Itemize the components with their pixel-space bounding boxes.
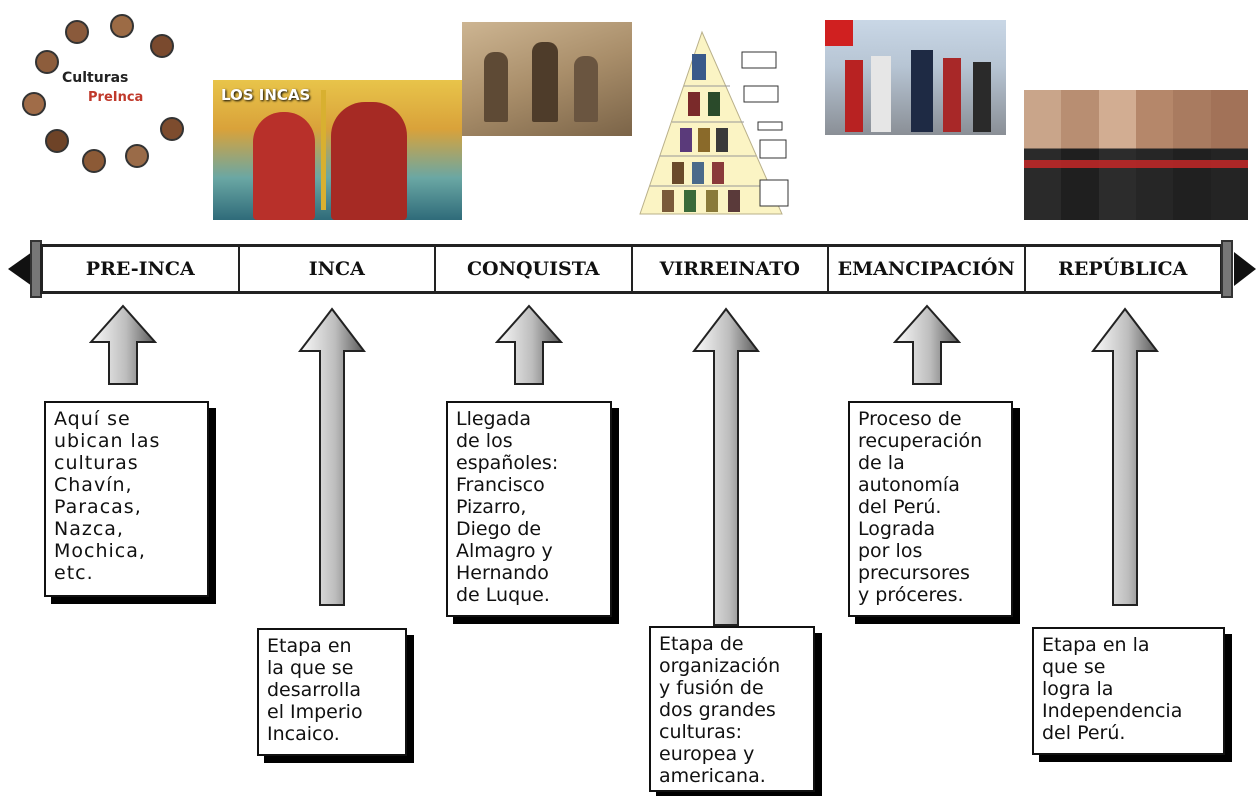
note-virreinato: Etapa de organización y fusión de dos gr… — [649, 626, 815, 792]
timeline-right-arrow-icon — [1234, 252, 1256, 286]
era-inca: INCA — [240, 247, 436, 291]
culture-portrait-icons — [22, 14, 184, 173]
timeline-bar: PRE-INCA INCA CONQUISTA VIRREINATO EMANC… — [40, 244, 1223, 294]
incas-man-figure — [331, 102, 407, 220]
conquista-image — [462, 22, 632, 136]
timeline-right-cap — [1221, 240, 1233, 298]
note-preinca: Aquí se ubican las culturas Chavín, Para… — [44, 401, 209, 597]
emancipacion-image — [825, 20, 1006, 135]
preinca-title-line2: PreInca — [88, 90, 144, 105]
incas-woman-figure — [253, 112, 315, 220]
note-conquista: Llegada de los españoles: Francisco Piza… — [446, 401, 612, 617]
up-arrow-conquista-icon — [495, 304, 563, 385]
note-republica: Etapa en la que se logra la Independenci… — [1032, 627, 1225, 755]
era-republica: REPÚBLICA — [1058, 258, 1188, 280]
incas-staff — [321, 90, 326, 210]
note-inca: Etapa en la que se desarrolla el Imperio… — [257, 628, 407, 756]
era-preinca: PRE-INCA — [43, 247, 240, 291]
up-arrow-preinca-icon — [89, 304, 157, 385]
incas-label: LOS INCAS — [221, 86, 311, 104]
up-arrow-inca-icon — [298, 307, 366, 606]
republica-image — [1024, 90, 1248, 220]
incas-image: LOS INCAS — [213, 80, 462, 220]
virreinato-pyramid-image — [632, 26, 792, 218]
note-emancipacion: Proceso de recuperación de la autonomía … — [848, 401, 1013, 617]
up-arrow-republica-icon — [1091, 307, 1159, 606]
timeline-left-arrow-icon — [8, 252, 32, 286]
era-conquista: CONQUISTA — [436, 247, 633, 291]
up-arrow-virreinato-icon — [692, 307, 760, 626]
preinca-title-line1: Culturas — [62, 70, 129, 86]
era-virreinato: VIRREINATO — [633, 247, 829, 291]
preinca-image: Culturas PreInca — [22, 4, 192, 176]
up-arrow-emancipacion-icon — [893, 304, 961, 385]
era-emancipacion: EMANCIPACIÓN — [829, 247, 1026, 291]
